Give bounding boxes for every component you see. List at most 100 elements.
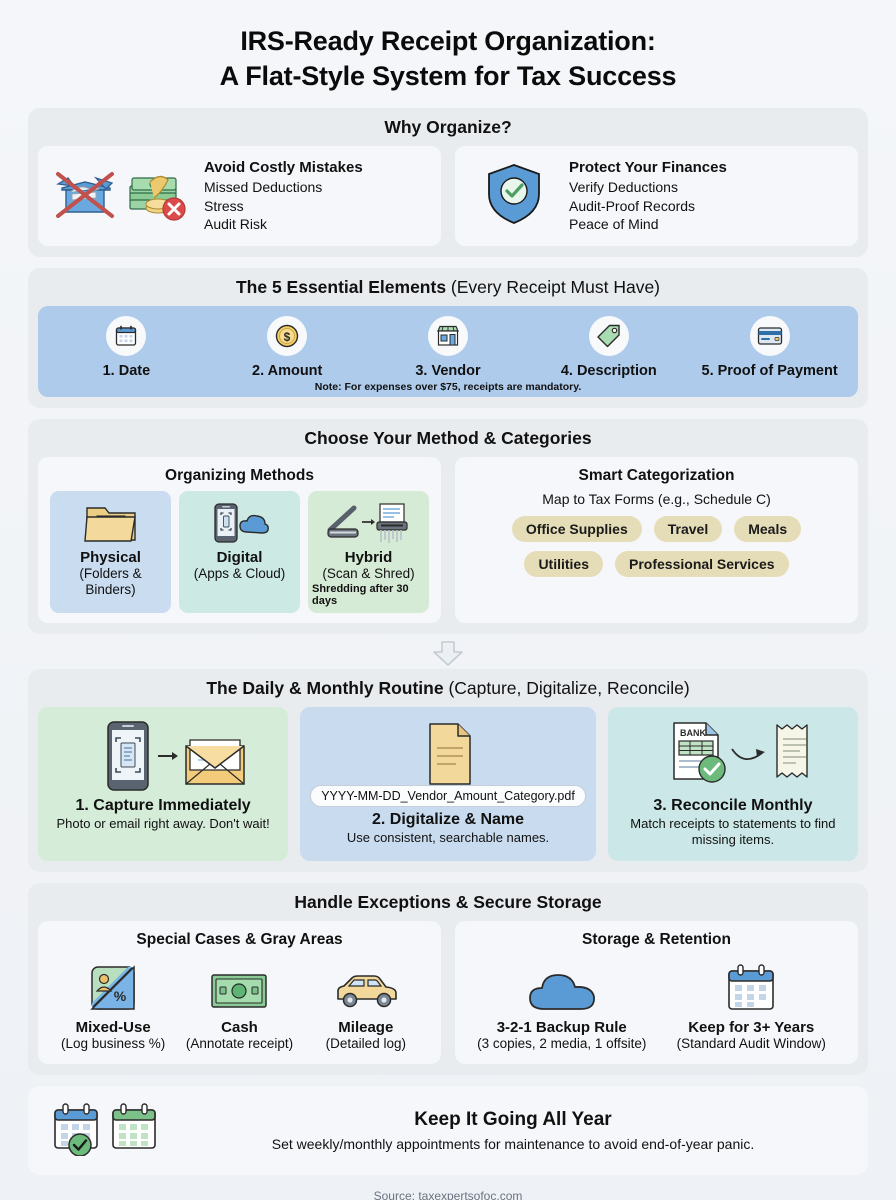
category-chip-professional-services[interactable]: Professional Services: [615, 550, 789, 577]
routine-title-thin: (Capture, Digitalize, Reconcile): [448, 678, 690, 699]
svg-text:BANK: BANK: [680, 728, 706, 738]
page-title-line-2: A Flat-Style System for Tax Success: [219, 61, 677, 92]
storage-item-backup-rule: 3-2-1 Backup Rule (3 copies, 2 media, 1 …: [467, 955, 657, 1052]
category-chip-list: Office Supplies Travel Meals Utilities P…: [467, 515, 846, 577]
section-essential-elements: The 5 Essential Elements (Every Receipt …: [28, 267, 868, 408]
why-card-text: Protect Your Finances Verify Deductions …: [569, 158, 727, 234]
scanner-shredder-icon: [324, 499, 414, 547]
dollar-coin-icon: $: [267, 315, 308, 356]
essentials-note: Note: For expenses over $75, receipts ar…: [314, 380, 582, 393]
why-card-line: Stress: [204, 197, 244, 214]
calendar-icon: [724, 955, 778, 1013]
exception-item-cash: Cash (Annotate receipt): [176, 955, 302, 1052]
exception-sub: (Annotate receipt): [185, 1035, 294, 1051]
cash-stack-with-red-x-icon: [124, 164, 194, 229]
why-card-line: Peace of Mind: [569, 216, 659, 233]
method-name: Physical: [80, 548, 141, 566]
storage-sub: (3 copies, 2 media, 1 offsite): [477, 1035, 647, 1051]
essential-label: 2. Amount: [252, 362, 323, 379]
essential-item-amount: $ 2. Amount: [207, 315, 368, 379]
section-why-organize: Why Organize?: [28, 108, 868, 257]
car-icon: [330, 955, 402, 1013]
section-exceptions-storage-title: Handle Exceptions & Secure Storage: [294, 891, 602, 912]
document-icon: [418, 717, 478, 795]
method-sub: (Apps & Cloud): [193, 565, 286, 581]
why-card-icons: [483, 161, 545, 232]
method-physical[interactable]: Physical (Folders & Binders): [50, 490, 171, 614]
exception-name: Mileage: [338, 1018, 394, 1036]
storage-name: 3-2-1 Backup Rule: [496, 1018, 627, 1036]
calendar-icon: [106, 315, 147, 356]
organizing-methods-title: Organizing Methods: [165, 466, 314, 484]
why-card-heading: Avoid Costly Mistakes: [204, 159, 363, 177]
keep-text: Keep It Going All Year Set weekly/monthl…: [180, 1109, 846, 1152]
essentials-band: 1. Date $ 2. Amount: [38, 305, 858, 397]
essentials-title-bold: The 5 Essential Elements: [235, 276, 451, 297]
essential-item-description: 4. Description: [528, 315, 689, 379]
method-sub: (Folders & Binders): [79, 565, 142, 598]
calendar-green-icon: [108, 1100, 162, 1161]
routine-step-name: 3. Reconcile Monthly: [653, 797, 813, 815]
why-card-line: Audit Risk: [204, 216, 268, 233]
method-hybrid[interactable]: Hybrid (Scan & Shred) Shredding after 30…: [308, 490, 429, 614]
phone-scan-to-envelope-icon: [78, 717, 248, 795]
svg-text:%: %: [114, 988, 127, 1004]
essential-label: 5. Proof of Payment: [701, 362, 838, 379]
routine-step-sub: Match receipts to statements to find mis…: [630, 816, 836, 848]
essential-item-date: 1. Date: [46, 315, 207, 379]
storage-sub: (Standard Audit Window): [676, 1035, 826, 1051]
exception-item-mileage: Mileage (Detailed log): [303, 955, 429, 1052]
svg-text:$: $: [284, 330, 291, 344]
smart-categorization-title: Smart Categorization: [578, 466, 735, 484]
why-card-line: Missed Deductions: [204, 179, 323, 196]
essential-item-vendor: 3. Vendor: [368, 315, 529, 379]
method-digital[interactable]: Digital (Apps & Cloud): [179, 490, 300, 614]
section-routine: The Daily & Monthly Routine (Capture, Di…: [28, 669, 868, 872]
category-chip-utilities[interactable]: Utilities: [524, 550, 604, 577]
exception-item-mixed-use: % Mixed-Use (Log business %): [50, 955, 176, 1052]
routine-step-digitalize: YYYY-MM-DD_Vendor_Amount_Category.pdf 2.…: [300, 707, 596, 861]
why-card-protect-finances: Protect Your Finances Verify Deductions …: [455, 146, 858, 246]
routine-title-bold: The Daily & Monthly Routine: [206, 678, 449, 699]
storefront-icon: [427, 315, 468, 356]
exception-name: Cash: [221, 1018, 258, 1036]
section-choose-method: Choose Your Method & Categories Organizi…: [28, 418, 868, 635]
price-tag-icon: [588, 315, 629, 356]
cloud-icon: [524, 955, 600, 1013]
routine-step-sub: Photo or email right away. Don't wait!: [56, 816, 270, 832]
folder-icon: [83, 499, 139, 547]
routine-step-name: 1. Capture Immediately: [75, 797, 251, 815]
card-storage-retention: Storage & Retention 3-2-1 Backup Rule (3…: [455, 920, 858, 1064]
page-title-line-1: IRS-Ready Receipt Organization:: [240, 26, 656, 56]
filename-example: YYYY-MM-DD_Vendor_Amount_Category.pdf: [310, 785, 586, 808]
section-choose-method-title: Choose Your Method & Categories: [304, 427, 592, 448]
category-chip-meals[interactable]: Meals: [734, 515, 802, 542]
section-essential-elements-title: The 5 Essential Elements (Every Receipt …: [38, 277, 858, 298]
storage-retention-title: Storage & Retention: [582, 930, 731, 948]
category-chip-office-supplies[interactable]: Office Supplies: [511, 515, 642, 542]
why-card-icons: [52, 164, 194, 229]
phone-cloud-icon: [209, 499, 271, 547]
essential-label: 1. Date: [102, 362, 151, 379]
why-card-line: Audit-Proof Records: [569, 197, 696, 214]
routine-step-name: 2. Digitalize & Name: [371, 811, 525, 829]
essential-label: 3. Vendor: [415, 362, 481, 379]
section-routine-title: The Daily & Monthly Routine (Capture, Di…: [38, 678, 858, 699]
flow-arrow: [28, 641, 868, 667]
essential-item-proof-of-payment: 5. Proof of Payment: [689, 315, 850, 379]
down-arrow-icon: [433, 641, 463, 666]
exception-sub: (Log business %): [61, 1035, 166, 1051]
section-exceptions-storage: Handle Exceptions & Secure Storage Speci…: [28, 882, 868, 1075]
method-name: Digital: [216, 548, 263, 566]
credit-card-icon: [749, 315, 790, 356]
source-credit: Source: taxexpertsofoc.com: [373, 1188, 523, 1200]
section-keep-it-going: Keep It Going All Year Set weekly/monthl…: [28, 1085, 868, 1175]
essentials-title-thin: (Every Receipt Must Have): [450, 276, 661, 297]
category-chip-travel[interactable]: Travel: [653, 515, 723, 542]
method-name: Hybrid: [344, 548, 393, 566]
section-why-organize-title: Why Organize?: [384, 117, 512, 138]
card-special-cases: Special Cases & Gray Areas %: [38, 920, 441, 1064]
routine-step-sub: Use consistent, searchable names.: [346, 830, 550, 846]
card-organizing-methods: Organizing Methods Physical (Fol: [38, 456, 441, 624]
